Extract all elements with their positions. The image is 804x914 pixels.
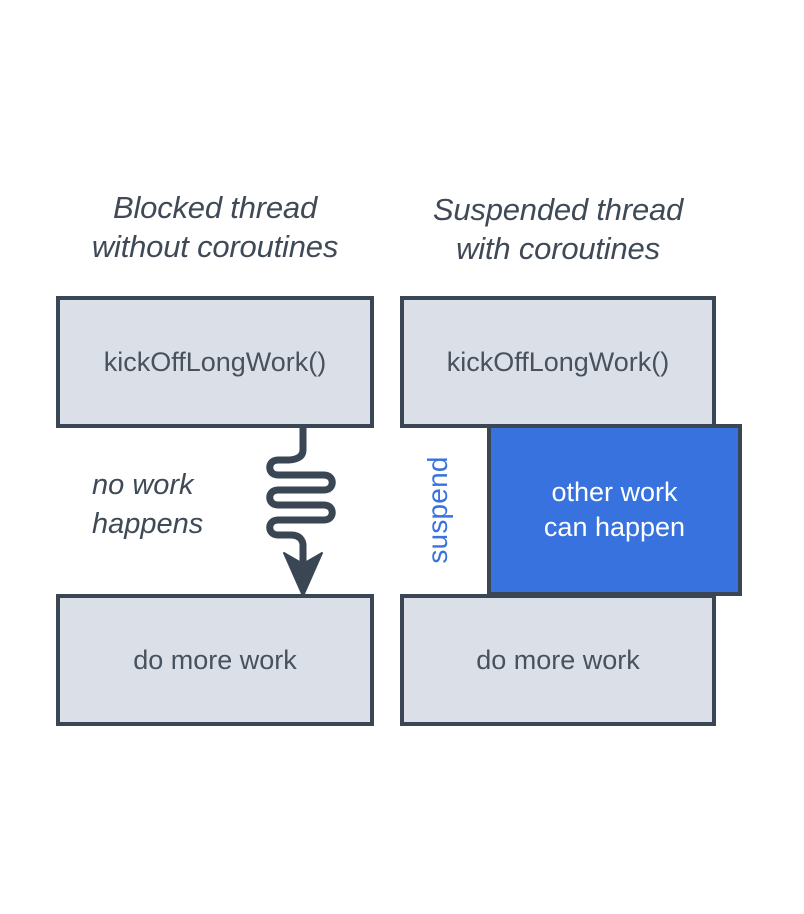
left-kickoff-long-work-box: kickOffLongWork() [56,296,374,428]
right-do-more-work-box: do more work [400,594,716,726]
left-do-more-work-box: do more work [56,594,374,726]
other-work-can-happen-box: other work can happen [487,424,742,596]
left-column-title: Blocked thread without coroutines [91,190,339,264]
right-kickoff-long-work-box: kickOffLongWork() [400,296,716,428]
no-work-happens-label: no work happens [92,469,204,540]
squiggly-down-arrow-icon [266,424,336,597]
right-column-title: Suspended thread with coroutines [432,192,684,266]
